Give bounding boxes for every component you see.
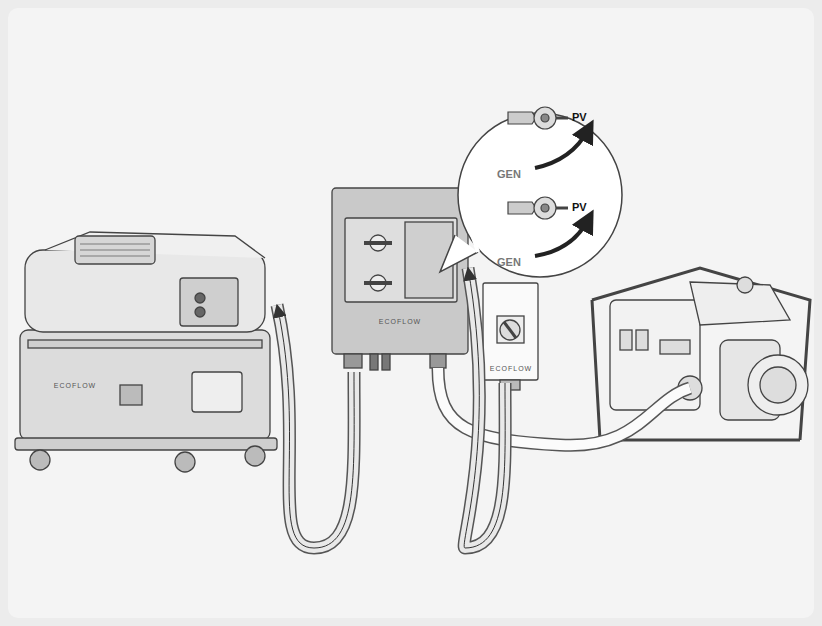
transfer-switch-drawing	[332, 188, 468, 370]
switch-callout	[440, 107, 622, 277]
cable-outline	[277, 305, 354, 548]
wall-switch-drawing	[483, 283, 538, 390]
cable-outline	[464, 268, 505, 548]
transfer-switch-box: ECOFLOW	[332, 188, 468, 372]
generator-drawing	[592, 268, 810, 440]
power-station-drawing	[15, 232, 277, 472]
wall-switch-plate: ECOFLOW	[483, 283, 539, 383]
brand-label: ECOFLOW	[490, 365, 532, 372]
switch-position-label: GEN	[497, 256, 521, 268]
flow-line	[464, 268, 505, 548]
cable-body	[464, 268, 505, 548]
power-station: ECOFLOW	[15, 225, 277, 465]
brand-label: ECOFLOW	[54, 382, 96, 389]
flow-line	[277, 305, 354, 548]
switch-position-label: GEN	[497, 168, 521, 180]
switch-position-label: PV	[572, 201, 587, 213]
cable-connector	[464, 268, 505, 548]
brand-label: ECOFLOW	[379, 318, 421, 325]
cable-connector	[277, 305, 354, 548]
cable-body	[277, 305, 354, 548]
switch-position-label: PV	[572, 111, 587, 123]
